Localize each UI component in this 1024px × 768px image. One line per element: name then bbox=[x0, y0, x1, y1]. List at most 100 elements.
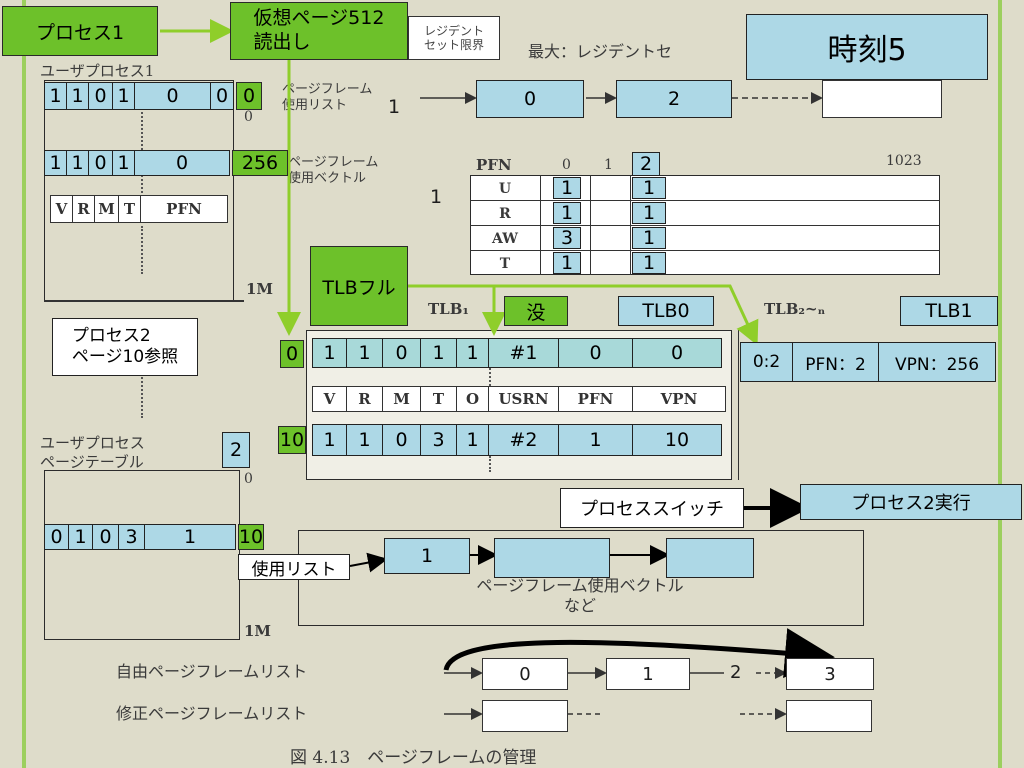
pfn-col-0: 0 bbox=[562, 157, 571, 173]
vector-c1-u: 1 bbox=[553, 177, 581, 199]
left-green-strip bbox=[22, 0, 26, 768]
pt-col-t: T bbox=[119, 196, 141, 222]
tlb-new-o: 1 bbox=[457, 425, 489, 455]
tlb-new-pfn: 1 bbox=[559, 425, 633, 455]
process2-run-label: プロセス2実行 bbox=[800, 484, 1022, 520]
pt-col-m: M bbox=[95, 196, 119, 222]
pfn-col-1023: 1023 bbox=[886, 153, 922, 169]
free-cell-1: 1 bbox=[606, 658, 690, 690]
pt-dots-2 bbox=[141, 175, 143, 193]
vector-c1-r: 1 bbox=[553, 202, 581, 224]
tlb1-entry-key: 0:2 bbox=[741, 343, 793, 381]
vector-row-line-3 bbox=[470, 250, 940, 251]
tlb-col-pfn: PFN bbox=[559, 387, 633, 411]
pt-dots-1 bbox=[141, 112, 143, 150]
tlb-old-t: 1 bbox=[421, 339, 457, 367]
pt3-cell-v: 0 bbox=[45, 525, 69, 549]
zero-label-2: 0 bbox=[244, 471, 253, 487]
tlb-new-t: 3 bbox=[421, 425, 457, 455]
vector-row-line-2 bbox=[470, 225, 940, 226]
tlb0-label: TLB0 bbox=[618, 296, 714, 326]
pt1-cell-r: 1 bbox=[67, 83, 89, 109]
tlb2n-scan-label: TLB₂~ₙ bbox=[764, 300, 826, 318]
arrow-used-list-p2 bbox=[349, 552, 388, 573]
pt1-cell-t: 1 bbox=[113, 83, 135, 109]
pt-dots-4 bbox=[141, 370, 143, 418]
used-chain-tail bbox=[822, 80, 942, 118]
vector-row-line-1 bbox=[470, 200, 940, 201]
pfn-header: PFN bbox=[476, 156, 512, 174]
tlb-old-m: 0 bbox=[383, 339, 421, 367]
tlb-header-row: V R M T O USRN PFN VPN bbox=[312, 386, 726, 412]
tlb-old-o: 1 bbox=[457, 339, 489, 367]
pfn-col-1: 1 bbox=[604, 157, 613, 173]
tlb-new-usrn: #2 bbox=[489, 425, 559, 455]
vector-c1-aw: 3 bbox=[553, 227, 581, 249]
pt-row-3: 0 1 0 3 1 bbox=[44, 524, 236, 550]
pt1-cell-v: 1 bbox=[45, 83, 67, 109]
pt3-cell-r: 1 bbox=[69, 525, 93, 549]
pt-dots-3 bbox=[141, 226, 143, 274]
pt3-cell-m: 0 bbox=[93, 525, 119, 549]
tlb-col-t: T bbox=[421, 387, 457, 411]
pt1-cell-pfn: 0 bbox=[135, 83, 211, 109]
p2-used-list-2 bbox=[494, 538, 610, 578]
vector-c2-r: 1 bbox=[632, 202, 666, 224]
pt-bottom-line bbox=[44, 300, 244, 302]
user-process-1-title: ユーザプロセス1 bbox=[40, 62, 155, 80]
tlb-old-usrn: #1 bbox=[489, 339, 559, 367]
free-cell-3: 3 bbox=[786, 658, 874, 690]
vector-c2-u: 1 bbox=[632, 177, 666, 199]
pt3-cell-pfn: 1 bbox=[183, 526, 197, 548]
p2-used-list-3 bbox=[666, 538, 754, 578]
pt2-index: 256 bbox=[232, 150, 288, 176]
pt2-cell-t: 1 bbox=[113, 151, 135, 175]
vector-col-2-header: 2 bbox=[632, 152, 660, 176]
modified-list-cell-2 bbox=[786, 700, 872, 732]
tlb-new-m: 0 bbox=[383, 425, 421, 455]
used-chain-2: 2 bbox=[616, 80, 732, 118]
pt-row-1: 1 1 0 1 0 0 bbox=[44, 82, 234, 110]
pt2-cell-v: 1 bbox=[45, 151, 67, 175]
pt-col-r: R bbox=[73, 196, 95, 222]
process2-ref-label: プロセス2 ページ10参照 bbox=[52, 318, 198, 376]
one-m-label-2: 1M bbox=[244, 622, 272, 640]
process-switch-label: プロセススイッチ bbox=[560, 488, 744, 528]
tlb1-entry-vpn: VPN：256 bbox=[894, 354, 980, 375]
arrow-free-curve bbox=[443, 628, 835, 679]
pt1-index: 0 bbox=[236, 82, 262, 110]
figure-caption: 図 4.13 ページフレームの管理 bbox=[290, 748, 537, 768]
tlb-old-vpn: 0 bbox=[670, 342, 684, 364]
tlb-dots-2 bbox=[489, 456, 491, 472]
resident-limit-box: レジデント セット限界 bbox=[408, 16, 500, 60]
process1-label: プロセス1 bbox=[2, 6, 158, 56]
pt2-cell-r: 1 bbox=[67, 151, 89, 175]
tlb-new-vpn: 10 bbox=[664, 429, 690, 451]
pt2-cell-m: 0 bbox=[89, 151, 113, 175]
pt-header-row: V R M T PFN bbox=[50, 195, 228, 223]
tlb-col-v: V bbox=[313, 387, 347, 411]
tlb-old-row: 1 1 0 1 1 #1 0 0 bbox=[312, 338, 722, 368]
tlb-old-r: 1 bbox=[347, 339, 383, 367]
pt-col-v: V bbox=[51, 196, 73, 222]
tlb-col-vpn: VPN bbox=[660, 390, 698, 408]
used-list-label: 使用リスト bbox=[238, 554, 350, 580]
vector-row-t: T bbox=[499, 256, 511, 272]
pf-used-vector-label: ページフレーム 使用ベクトル bbox=[288, 155, 379, 187]
zero-label-top: 0 bbox=[244, 109, 253, 125]
tlb-old-index: 0 bbox=[280, 340, 304, 368]
user-process-1-box bbox=[44, 80, 234, 300]
pt2-cell-pfn: 0 bbox=[175, 152, 189, 174]
arrow-tlbfull-to-old bbox=[408, 284, 506, 336]
pt3-cell-t: 3 bbox=[119, 525, 145, 549]
modified-list-label: 修正ページフレームリスト bbox=[116, 704, 308, 723]
arrow-tlbfull-to-tlb1 bbox=[494, 284, 759, 346]
tlb-dots-1 bbox=[489, 368, 491, 386]
vector-c2-t: 1 bbox=[632, 252, 666, 274]
vector-c1-t: 1 bbox=[553, 252, 581, 274]
vector-row-u: U bbox=[498, 181, 512, 197]
vector-row-aw: AW bbox=[492, 231, 518, 247]
tlb1-scan-label: TLB₁ bbox=[428, 300, 469, 318]
tlb1-entry-pfn: PFN：2 bbox=[793, 343, 879, 381]
